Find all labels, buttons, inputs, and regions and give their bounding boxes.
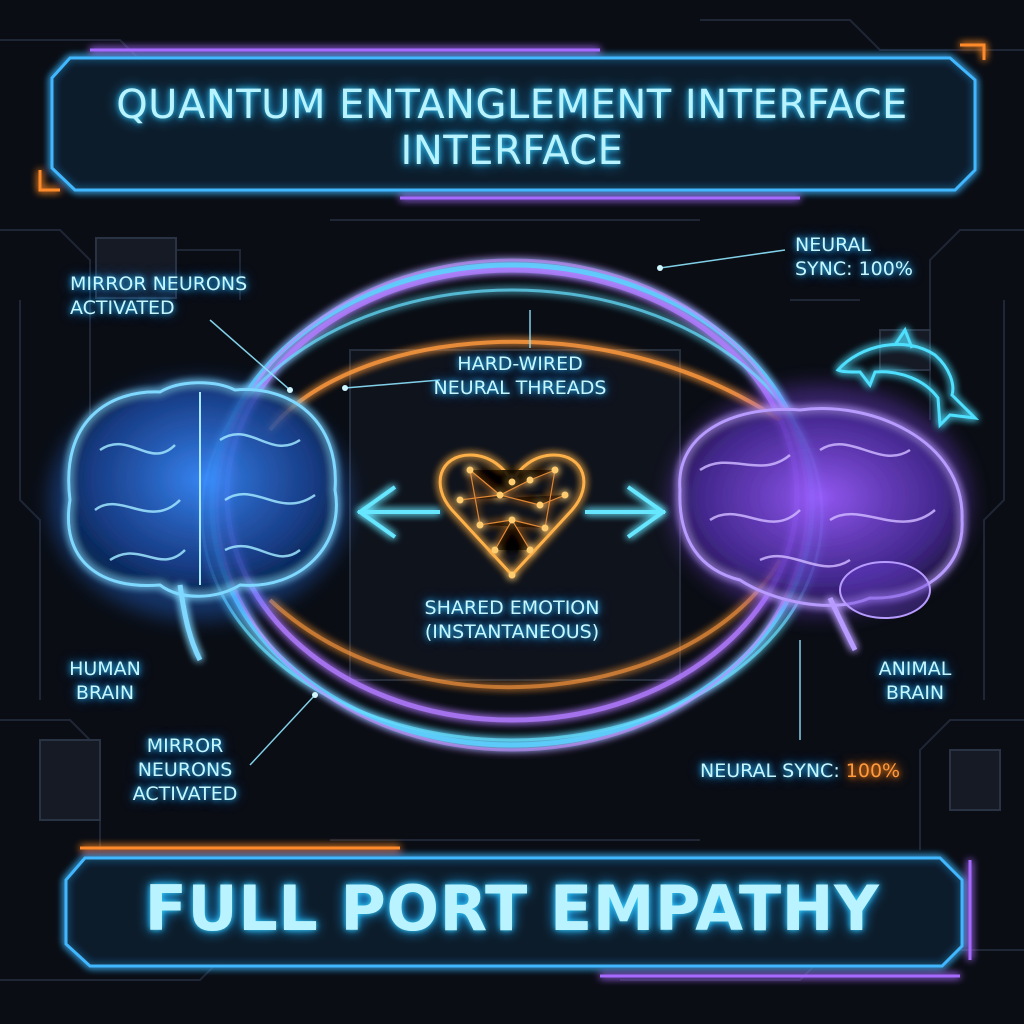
mirror-neurons-bottom-label: MIRROR NEURONS ACTIVATED (132, 735, 238, 805)
neural-sync-value: 100% (845, 760, 901, 782)
page-title-line-2: INTERFACE (400, 128, 624, 174)
title-frame (38, 43, 986, 200)
network-heart-icon (438, 453, 586, 579)
shared-emotion-label: SHARED EMOTION (INSTANTANEOUS) (424, 597, 600, 643)
hard-wired-threads-label: HARD-WIRED NEURAL THREADS (433, 353, 607, 399)
animal-brain-icon (670, 385, 970, 652)
circuit-chips (39, 237, 1001, 821)
human-brain-icon (50, 380, 350, 662)
leader-lines (209, 249, 801, 766)
dolphin-icon (835, 326, 980, 429)
bidirectional-arrow-icon (356, 485, 667, 539)
animal-brain-label: ANIMAL BRAIN (878, 658, 952, 704)
mirror-neurons-top-label: MIRROR NEURONS ACTIVATED (70, 273, 248, 319)
neural-sync-top-label: NEURAL SYNC: 100% (795, 234, 913, 280)
neural-sync-bottom-label: NEURAL SYNC: 100% (700, 760, 901, 782)
human-brain-label: HUMAN BRAIN (69, 658, 141, 704)
page-title-line-1: QUANTUM ENTANGLEMENT INTERFACE (116, 82, 908, 128)
circuit-traces (0, 19, 1024, 981)
footer-title: FULL PORT EMPATHY (144, 872, 880, 945)
footer-frame (64, 846, 972, 978)
